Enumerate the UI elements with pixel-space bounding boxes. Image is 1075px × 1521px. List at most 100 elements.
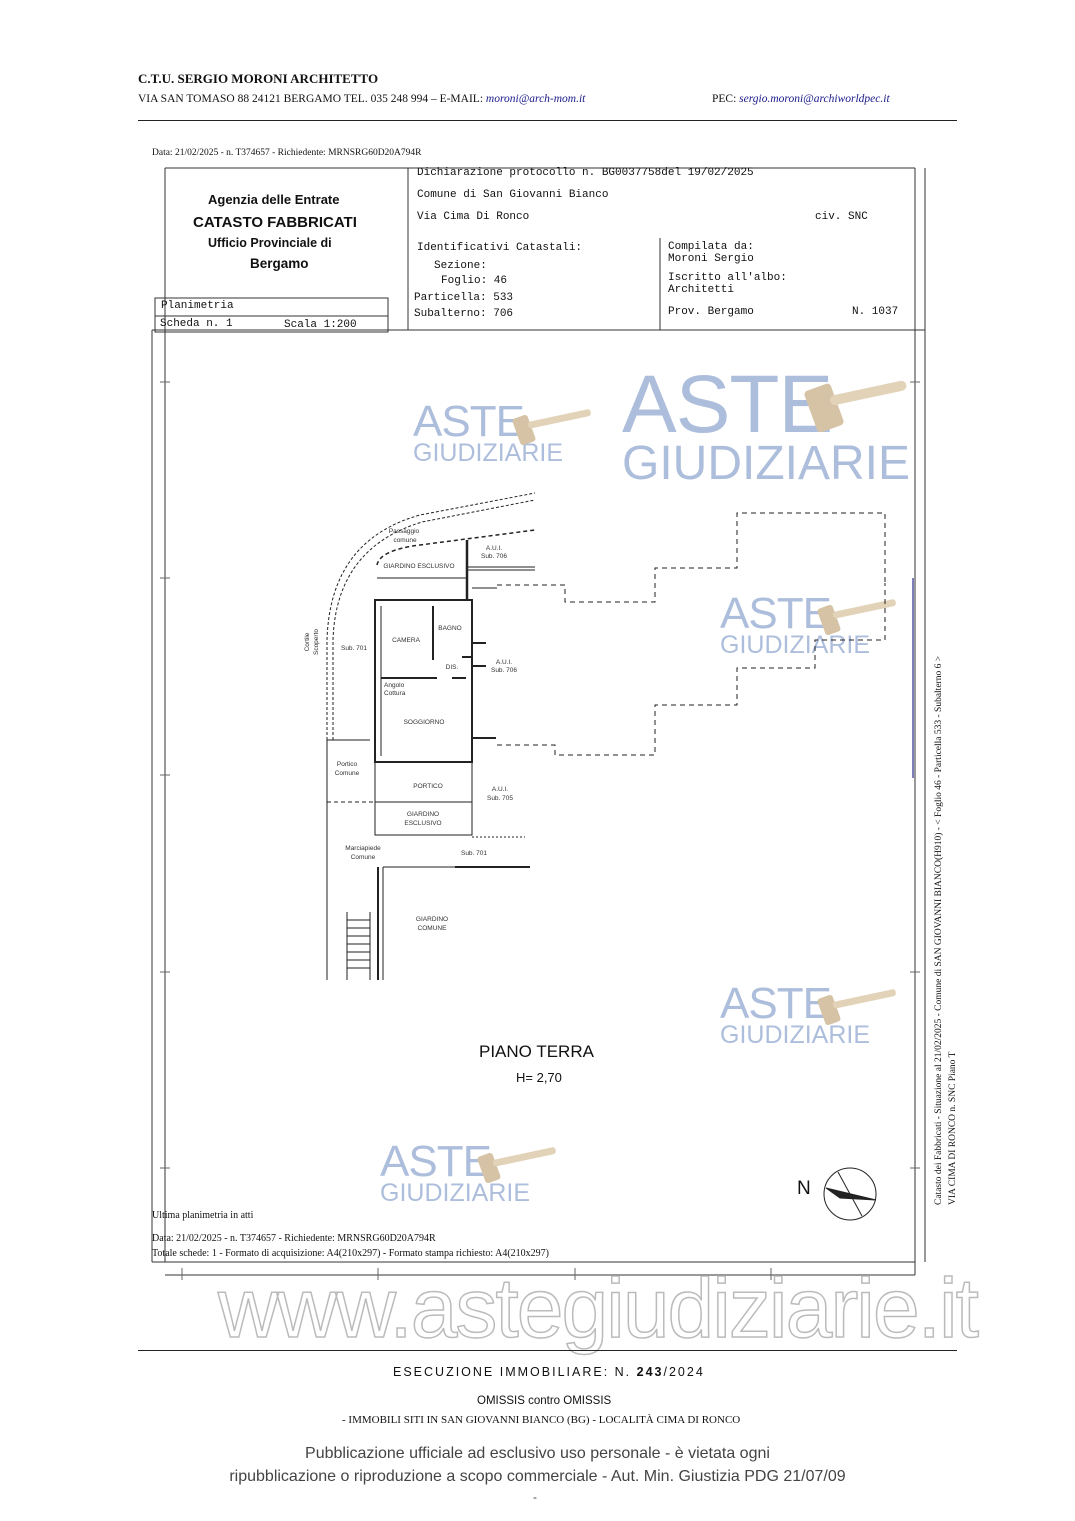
label-aui-mid: A.U.I. (496, 659, 512, 666)
altezza-label: H= 2,70 (516, 1070, 562, 1085)
gavel-icon (804, 380, 907, 432)
watermark-4: ASTE GIUDIZIARIE (720, 979, 871, 1049)
via: Via Cima Di Ronco (417, 211, 530, 223)
letterhead-address: VIA SAN TOMASO 88 24121 BERGAMO TEL. 035… (138, 93, 484, 105)
letterhead-name: C.T.U. SERGIO MORONI ARCHITETTO (138, 71, 379, 86)
label-bagno: BAGNO (438, 625, 461, 632)
provincia-label: Bergamo (250, 256, 309, 271)
label-aui-top: A.U.I. (486, 545, 502, 552)
label-marciapiede-1: Marciapiede (345, 845, 381, 852)
gavel-icon (512, 409, 591, 446)
label-camera: CAMERA (392, 637, 420, 644)
pubblicazione-2: ripubblicazione o riproduzione a scopo c… (229, 1468, 846, 1485)
label-passaggio-comune: comune (393, 537, 417, 544)
numero-albo: N. 1037 (852, 306, 899, 318)
watermark-3: ASTE GIUDIZIARIE (720, 589, 871, 659)
north-label: N (797, 1178, 811, 1199)
label-passaggio: Passaggio (389, 528, 420, 535)
particella: Particella: 533 (414, 292, 514, 304)
label-portico-comune-1: Portico (337, 761, 358, 768)
footer-data: Data: 21/02/2025 - n. T374657 - Richiede… (152, 1233, 436, 1244)
label-sub706-mid: Sub. 706 (491, 667, 517, 674)
watermark-giudiziarie: GIUDIZIARIE (380, 1178, 531, 1207)
label-sub701-left: Sub. 701 (341, 645, 367, 652)
footer-totale: Totale schede: 1 - Formato di acquisizio… (152, 1248, 549, 1259)
comune: Comune di San Giovanni Bianco (417, 189, 609, 201)
label-giardino-esclusivo-1: GIARDINO (407, 811, 439, 818)
compilata-label: Compilata da: (668, 241, 754, 253)
parti: OMISSIS contro OMISSIS (477, 1395, 612, 1407)
label-giardino-esclusivo-2: ESCLUSIVO (404, 820, 441, 827)
pubblicazione-1: Pubblicazione ufficiale ad esclusivo uso… (305, 1445, 770, 1462)
label-sub701-low: Sub. 701 (461, 850, 487, 857)
watermark-site: www.astegiudiziarie.it (217, 1261, 980, 1355)
gavel-icon (817, 599, 896, 636)
esecuzione-num: 243 (636, 1365, 664, 1379)
label-scoperto: Scoperto (313, 629, 320, 655)
label-dis: DIS. (446, 664, 459, 671)
north-arrow-icon (823, 1167, 877, 1221)
watermark-aste: ASTE (413, 397, 525, 446)
label-angolo: Angolo (384, 682, 405, 689)
iscritto-label: Iscritto all'albo: (668, 272, 787, 284)
pec-link[interactable]: sergio.moroni@archiworldpec.it (739, 93, 890, 105)
label-cottura: Cottura (384, 690, 406, 697)
side-text-1: Catasto dei Fabbricati - Situazione al 2… (934, 655, 944, 1205)
immobili: - IMMOBILI SITI IN SAN GIOVANNI BIANCO (… (342, 1414, 741, 1426)
piano-label: PIANO TERRA (479, 1042, 594, 1061)
label-portico: PORTICO (413, 783, 443, 790)
gavel-icon (477, 1147, 556, 1184)
watermark-giudiziarie: GIUDIZIARIE (720, 630, 871, 659)
watermark-giudiziarie: GIUDIZIARIE (720, 1020, 871, 1049)
email-link[interactable]: moroni@arch-mom.it (485, 93, 586, 105)
header-divider (138, 120, 957, 121)
prov: Prov. Bergamo (668, 306, 754, 318)
civico: civ. SNC (815, 211, 868, 223)
label-soggiorno: SOGGIORNO (404, 719, 445, 726)
watermark-aste: ASTE (720, 979, 832, 1028)
watermark-2: ASTE GIUDIZIARIE (413, 397, 564, 467)
label-aui-low: A.U.I. (492, 786, 508, 793)
ultima-planimetria: Ultima planimetria in atti (152, 1210, 254, 1221)
esecuzione: ESECUZIONE IMMOBILIARE: N. 243/2024 (393, 1365, 705, 1379)
pec-label: PEC: (712, 93, 737, 105)
label-sub705: Sub. 705 (487, 795, 513, 802)
label-giardino-esclusivo-top: GIARDINO ESCLUSIVO (383, 563, 454, 570)
planimetria-label: Planimetria (161, 300, 234, 312)
label-giardino-comune-2: COMUNE (418, 925, 448, 932)
sezione: Sezione: (434, 260, 487, 272)
watermark-giudiziarie: GIUDIZIARIE (413, 438, 564, 467)
footer-divider (138, 1350, 957, 1351)
identificativi: Identificativi Catastali: (417, 242, 583, 254)
esecuzione-year: /2024 (663, 1365, 705, 1379)
albo: Architetti (668, 284, 735, 296)
foglio: Foglio: 46 (441, 275, 508, 287)
letterhead-contact: VIA SAN TOMASO 88 24121 BERGAMO TEL. 035… (138, 93, 585, 105)
label-portico-comune-2: Comune (335, 770, 360, 777)
dichiarazione: Dichiarazione protocollo n. BG0037758del… (417, 167, 754, 179)
label-giardino-comune-1: GIARDINO (416, 916, 448, 923)
footer-dash: - (533, 1490, 537, 1504)
watermark-giudiziarie: GIUDIZIARIE (622, 436, 911, 490)
side-text-2: VIA CIMA DI RONCO n. SNC Piano T (948, 1051, 958, 1205)
label-sub706-top: Sub. 706 (481, 553, 507, 560)
compilatore: Moroni Sergio (668, 253, 754, 265)
scheda-label: Scheda n. 1 (160, 318, 233, 330)
watermark-top: ASTE GIUDIZIARIE (622, 359, 911, 490)
watermark-5: ASTE GIUDIZIARIE (380, 1137, 531, 1207)
agency-name: Agenzia delle Entrate (208, 192, 340, 207)
watermark-aste: ASTE (380, 1137, 492, 1186)
watermark-aste: ASTE (720, 589, 832, 638)
esecuzione-prefix: ESECUZIONE IMMOBILIARE: N. (393, 1365, 632, 1379)
scala-label: Scala 1:200 (284, 319, 357, 331)
ufficio-label: Ufficio Provinciale di (208, 236, 332, 250)
label-marciapiede-2: Comune (351, 854, 376, 861)
subalterno: Subalterno: 706 (414, 308, 514, 320)
label-cortile: Cortile (304, 632, 311, 651)
cadastral-top-line: Data: 21/02/2025 - n. T374657 - Richiede… (152, 148, 422, 158)
gavel-icon (817, 989, 896, 1026)
watermark-aste: ASTE (622, 359, 833, 450)
catasto-title: CATASTO FABBRICATI (193, 214, 357, 231)
